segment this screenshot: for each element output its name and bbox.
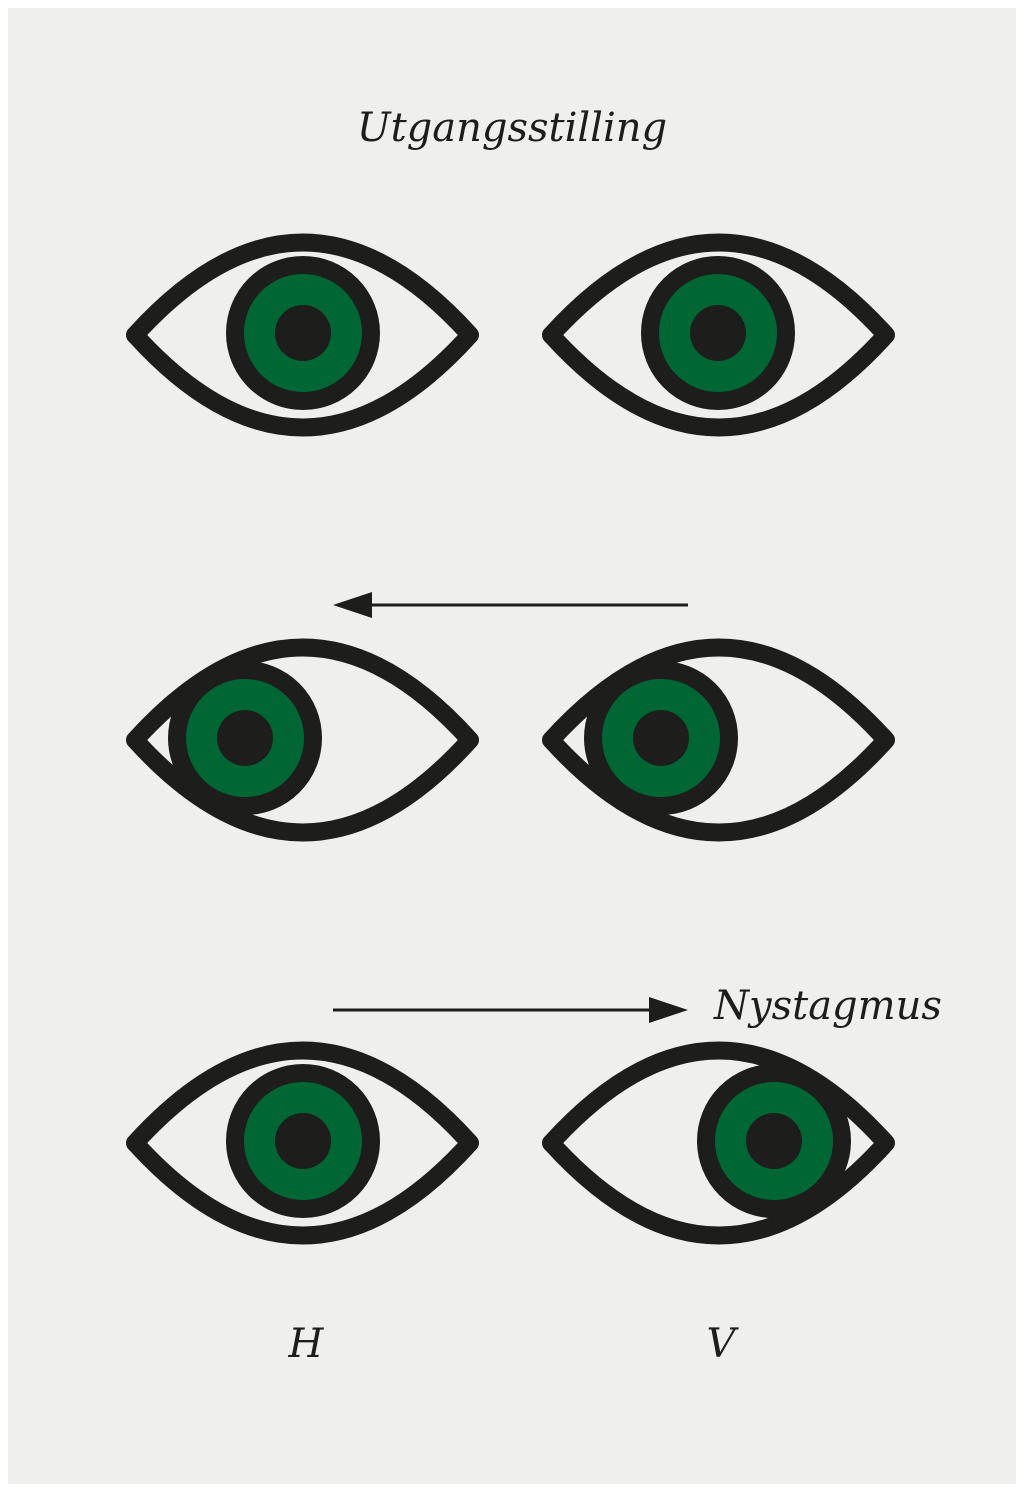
arrow-right-icon — [333, 997, 688, 1023]
left-eye-center-icon — [135, 1051, 470, 1236]
label-left-eye: H — [282, 1324, 330, 1364]
arrow-left-icon — [333, 592, 688, 618]
row-utgangsstilling — [135, 243, 886, 428]
left-eye-looking-left-icon — [135, 648, 470, 833]
left-eye-center-icon — [135, 243, 470, 428]
right-eye-looking-left-icon — [551, 648, 886, 833]
label-right-eye: V — [697, 1324, 745, 1364]
label-nystagmus: Nystagmus — [714, 986, 942, 1026]
row-nystagmus — [135, 1051, 886, 1236]
right-eye-center-icon — [551, 243, 886, 428]
right-eye-looking-right-icon — [551, 1051, 886, 1236]
row-gaze-left — [135, 648, 886, 833]
